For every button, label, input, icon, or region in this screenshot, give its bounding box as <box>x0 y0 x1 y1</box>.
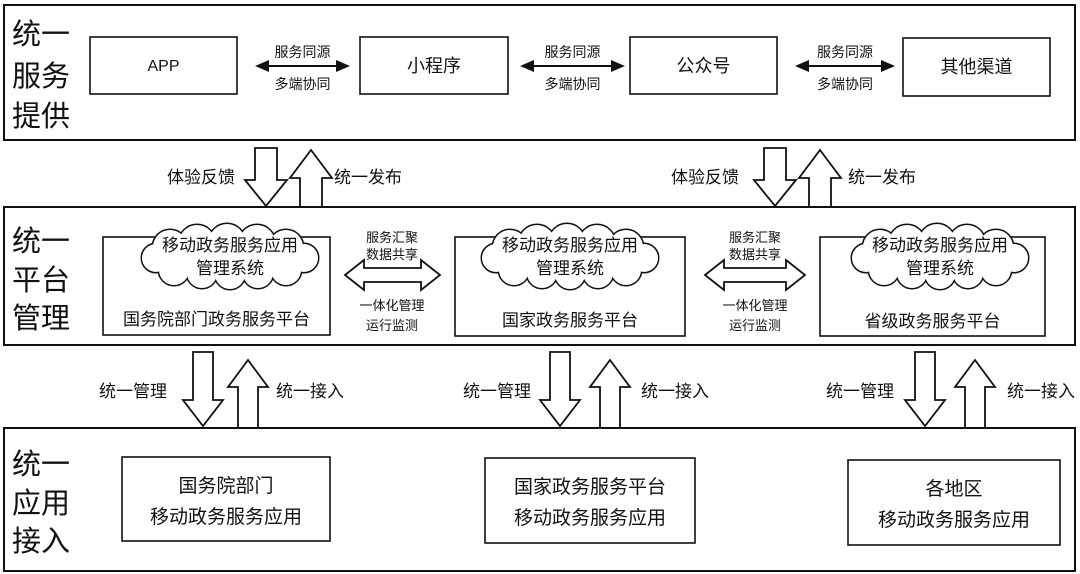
double-hollow-arrow <box>703 258 807 292</box>
app-box-label: 各地区 <box>925 478 982 500</box>
service-layer-band <box>3 4 1076 141</box>
feedback-arrow-down <box>752 147 798 208</box>
app-box-state-council <box>121 456 331 542</box>
link-label-top: 服务同源 <box>817 45 873 61</box>
channel-label: 小程序 <box>407 56 461 77</box>
manage-label: 统一管理 <box>99 382 167 402</box>
link-label-bottom: 多端协同 <box>545 76 601 93</box>
channel-label: APP <box>147 58 179 75</box>
platform-name: 国务院部门政务服务平台 <box>123 310 310 330</box>
platform-layer-label: 平台 <box>12 263 70 297</box>
manage-label: 统一管理 <box>463 382 531 402</box>
access-arrow-up <box>588 358 632 429</box>
hub-label-bottom: 一体化管理 <box>359 299 424 314</box>
access-arrow-up <box>226 358 270 429</box>
app-box-label: 国家政务服务平台 <box>514 476 666 498</box>
hub-label-bottom: 运行监测 <box>729 319 781 334</box>
channel-box-app <box>89 36 238 95</box>
double-arrow <box>255 60 350 72</box>
app-box-label: 移动政务服务应用 <box>514 507 666 529</box>
cloud-label: 移动政务服务应用 <box>872 236 1008 256</box>
service-layer-label: 服务 <box>12 59 70 93</box>
hub-label-top: 数据共享 <box>366 247 418 263</box>
feedback-label: 体验反馈 <box>671 168 739 188</box>
manage-label: 统一管理 <box>826 382 894 402</box>
manage-arrow-down <box>538 351 582 428</box>
manage-arrow-down <box>181 351 225 428</box>
feedback-arrow-down <box>243 147 289 208</box>
double-arrow <box>795 60 895 72</box>
channel-box-other <box>902 37 1051 97</box>
app-layer-label: 统一 <box>12 447 70 481</box>
app-layer-label: 接入 <box>12 524 70 558</box>
cloud-label: 管理系统 <box>196 259 264 279</box>
manage-arrow-down <box>903 351 947 428</box>
double-hollow-arrow <box>343 258 442 292</box>
channel-box-official-account <box>629 36 778 95</box>
service-layer-label: 统一 <box>12 17 70 51</box>
app-box-label: 国务院部门 <box>178 475 273 497</box>
link-label-bottom: 多端协同 <box>275 76 331 93</box>
channel-box-mini-program <box>359 36 509 95</box>
hub-label-top: 数据共享 <box>729 247 781 263</box>
app-box-label: 移动政务服务应用 <box>878 509 1030 531</box>
cloud-shape <box>480 222 660 291</box>
service-layer-label: 提供 <box>12 99 70 133</box>
cloud-label: 管理系统 <box>536 259 604 279</box>
app-layer-band <box>3 427 1076 572</box>
app-box-national <box>484 457 696 544</box>
app-box-regional <box>847 459 1061 546</box>
access-label: 统一接入 <box>276 382 344 402</box>
access-label: 统一接入 <box>641 382 709 402</box>
hub-label-bottom: 运行监测 <box>366 319 418 334</box>
cloud-label: 移动政务服务应用 <box>502 236 638 256</box>
hub-label-bottom: 一体化管理 <box>722 299 787 314</box>
channel-label: 其他渠道 <box>941 57 1013 78</box>
channel-label: 公众号 <box>677 56 731 77</box>
double-arrow <box>520 60 625 72</box>
access-arrow-up <box>953 358 997 429</box>
access-label: 统一接入 <box>1007 382 1075 402</box>
platform-name: 省级政务服务平台 <box>865 312 1001 332</box>
publish-arrow-up <box>288 148 334 208</box>
cloud-label: 管理系统 <box>906 259 974 279</box>
hub-label-top: 服务汇聚 <box>729 230 781 246</box>
cloud-label: 移动政务服务应用 <box>162 236 298 256</box>
feedback-label: 体验反馈 <box>167 168 235 188</box>
publish-label: 统一发布 <box>848 168 916 188</box>
platform-layer-label: 管理 <box>12 301 70 335</box>
publish-label: 统一发布 <box>334 168 402 188</box>
link-label-top: 服务同源 <box>275 45 331 61</box>
platform-name: 国家政务服务平台 <box>502 311 638 331</box>
link-label-top: 服务同源 <box>545 45 601 61</box>
platform-layer-band <box>3 206 1076 346</box>
app-box-label: 移动政务服务应用 <box>150 506 302 528</box>
publish-arrow-up <box>797 148 843 208</box>
link-label-bottom: 多端协同 <box>817 76 873 93</box>
cloud-shape <box>850 222 1030 291</box>
app-layer-label: 应用 <box>12 486 70 520</box>
hub-label-top: 服务汇聚 <box>366 230 418 246</box>
platform-layer-label: 统一 <box>12 224 70 258</box>
cloud-shape <box>140 222 320 291</box>
